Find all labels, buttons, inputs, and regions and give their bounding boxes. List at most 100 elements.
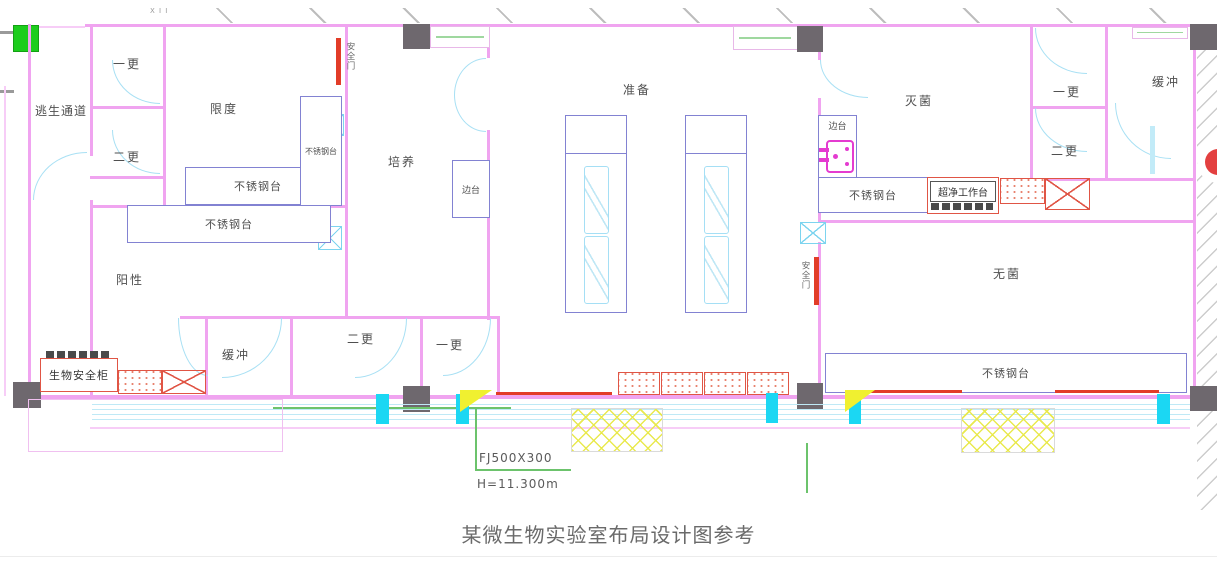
wall-segment — [39, 26, 85, 28]
window — [430, 26, 490, 48]
perforated-unit — [1000, 178, 1045, 204]
door-arc — [1035, 28, 1087, 74]
safety-door-bar — [336, 38, 341, 85]
biosafety-cabinet: 生物安全柜 — [40, 358, 118, 392]
clean-bench-label: 超净工作台 — [938, 188, 988, 199]
safety-door-label: 安全门 — [800, 261, 810, 290]
wall-segment — [818, 220, 1196, 223]
bench-label: 不锈钢台 — [234, 180, 282, 193]
door-arc — [178, 318, 208, 376]
biosafety-cabinet-grille — [46, 351, 112, 358]
room-label-buffer-right: 缓冲 — [1152, 75, 1181, 89]
bench-label: 边台 — [461, 185, 480, 196]
wall-segment — [163, 24, 166, 208]
stainless-bench: 不锈钢台 — [825, 353, 1187, 393]
safety-door-bar — [814, 257, 819, 305]
duct-size-annotation: FJ500X300 — [479, 451, 553, 465]
room-label-change1-bottom: 一更 — [436, 338, 465, 352]
right-exterior-hatch — [1197, 24, 1217, 510]
door-arc — [454, 58, 486, 95]
bench-label: 不锈钢台 — [305, 146, 337, 156]
wall-segment — [28, 395, 1209, 399]
glazing-line — [92, 404, 1190, 405]
red-line — [858, 390, 962, 393]
wall-segment — [90, 24, 93, 156]
wall-segment — [1193, 24, 1196, 399]
room-label-change2-tl: 二更 — [113, 150, 142, 164]
platform-outline — [28, 399, 283, 452]
height-annotation: H=11.300m — [477, 477, 559, 491]
window — [733, 26, 798, 50]
perforated-unit — [618, 372, 660, 395]
wall-segment — [180, 316, 500, 319]
room-label-change1-tl: 一更 — [113, 57, 142, 71]
annotation-line — [475, 469, 571, 471]
column-cyan — [1157, 394, 1170, 424]
stainless-bench: 不锈钢台 — [818, 177, 928, 213]
edge-tick — [0, 90, 14, 93]
annotation-line — [273, 407, 511, 409]
skylight-hatch — [571, 408, 663, 452]
column — [797, 26, 823, 52]
door-arc — [820, 60, 868, 98]
room-label-culture: 培养 — [388, 155, 417, 169]
bench-label: 边台 — [828, 122, 847, 132]
room-label-aseptic: 无菌 — [993, 267, 1022, 281]
red-marker-icon — [1205, 149, 1217, 175]
door-arc — [454, 95, 486, 132]
column — [1190, 386, 1217, 411]
wall-segment — [487, 130, 490, 320]
bench-label: 不锈钢台 — [849, 189, 897, 202]
room-label-buffer-bottom: 缓冲 — [222, 348, 251, 362]
column-cyan — [376, 394, 389, 424]
room-label-change1-right: 一更 — [1053, 85, 1082, 99]
incubator-cabinet — [685, 115, 747, 313]
stainless-bench: 不锈钢台 — [127, 205, 331, 243]
door-arc — [1115, 103, 1171, 159]
room-label-prep: 准备 — [623, 83, 652, 97]
grid-mark-label: X I I — [150, 7, 169, 15]
pass-box-icon — [800, 222, 826, 244]
room-label-change2-right: 二更 — [1051, 144, 1080, 158]
column — [403, 24, 430, 49]
side-bench: 边台 — [452, 160, 490, 218]
wall-segment — [818, 242, 821, 398]
exit-marker-green-square — [13, 25, 39, 52]
room-label-positive: 阳性 — [116, 273, 145, 287]
wall-segment — [1030, 24, 1033, 181]
biosafety-cabinet-label: 生物安全柜 — [49, 369, 109, 382]
annotation-line — [475, 407, 477, 470]
column-cyan — [766, 393, 778, 423]
window — [1132, 27, 1188, 39]
perforated-unit — [747, 372, 789, 395]
door-arc — [355, 318, 407, 378]
wall-segment — [90, 176, 166, 179]
wall-segment — [4, 86, 6, 396]
clean-bench: 超净工作台 — [927, 177, 999, 214]
red-line — [496, 392, 612, 395]
wall-segment — [1105, 24, 1108, 181]
annotation-line — [806, 443, 808, 493]
wall-segment — [90, 200, 93, 399]
perforated-unit — [118, 370, 162, 394]
room-label-sterilize: 灭菌 — [905, 94, 934, 108]
top-wall-hatch — [140, 8, 1202, 23]
door-arc — [33, 152, 87, 200]
bench-label: 不锈钢台 — [205, 218, 253, 231]
skylight-hatch — [961, 408, 1055, 453]
safety-door-label: 安全门 — [345, 42, 355, 71]
column — [797, 383, 823, 409]
column — [13, 382, 41, 408]
room-label-change2-bottom: 二更 — [347, 332, 376, 346]
figure-caption: 某微生物实验室布局设计图参考 — [461, 523, 756, 547]
column — [1190, 24, 1217, 50]
room-label-escape: 逃生通道 — [35, 104, 88, 118]
bench-label: 不锈钢台 — [982, 367, 1030, 380]
wall-segment — [345, 24, 348, 318]
room-label-limit: 限度 — [210, 102, 239, 116]
incubator-cabinet — [565, 115, 627, 313]
crossed-unit — [162, 370, 206, 394]
edge-tick — [0, 31, 14, 34]
wall-segment — [420, 316, 423, 398]
